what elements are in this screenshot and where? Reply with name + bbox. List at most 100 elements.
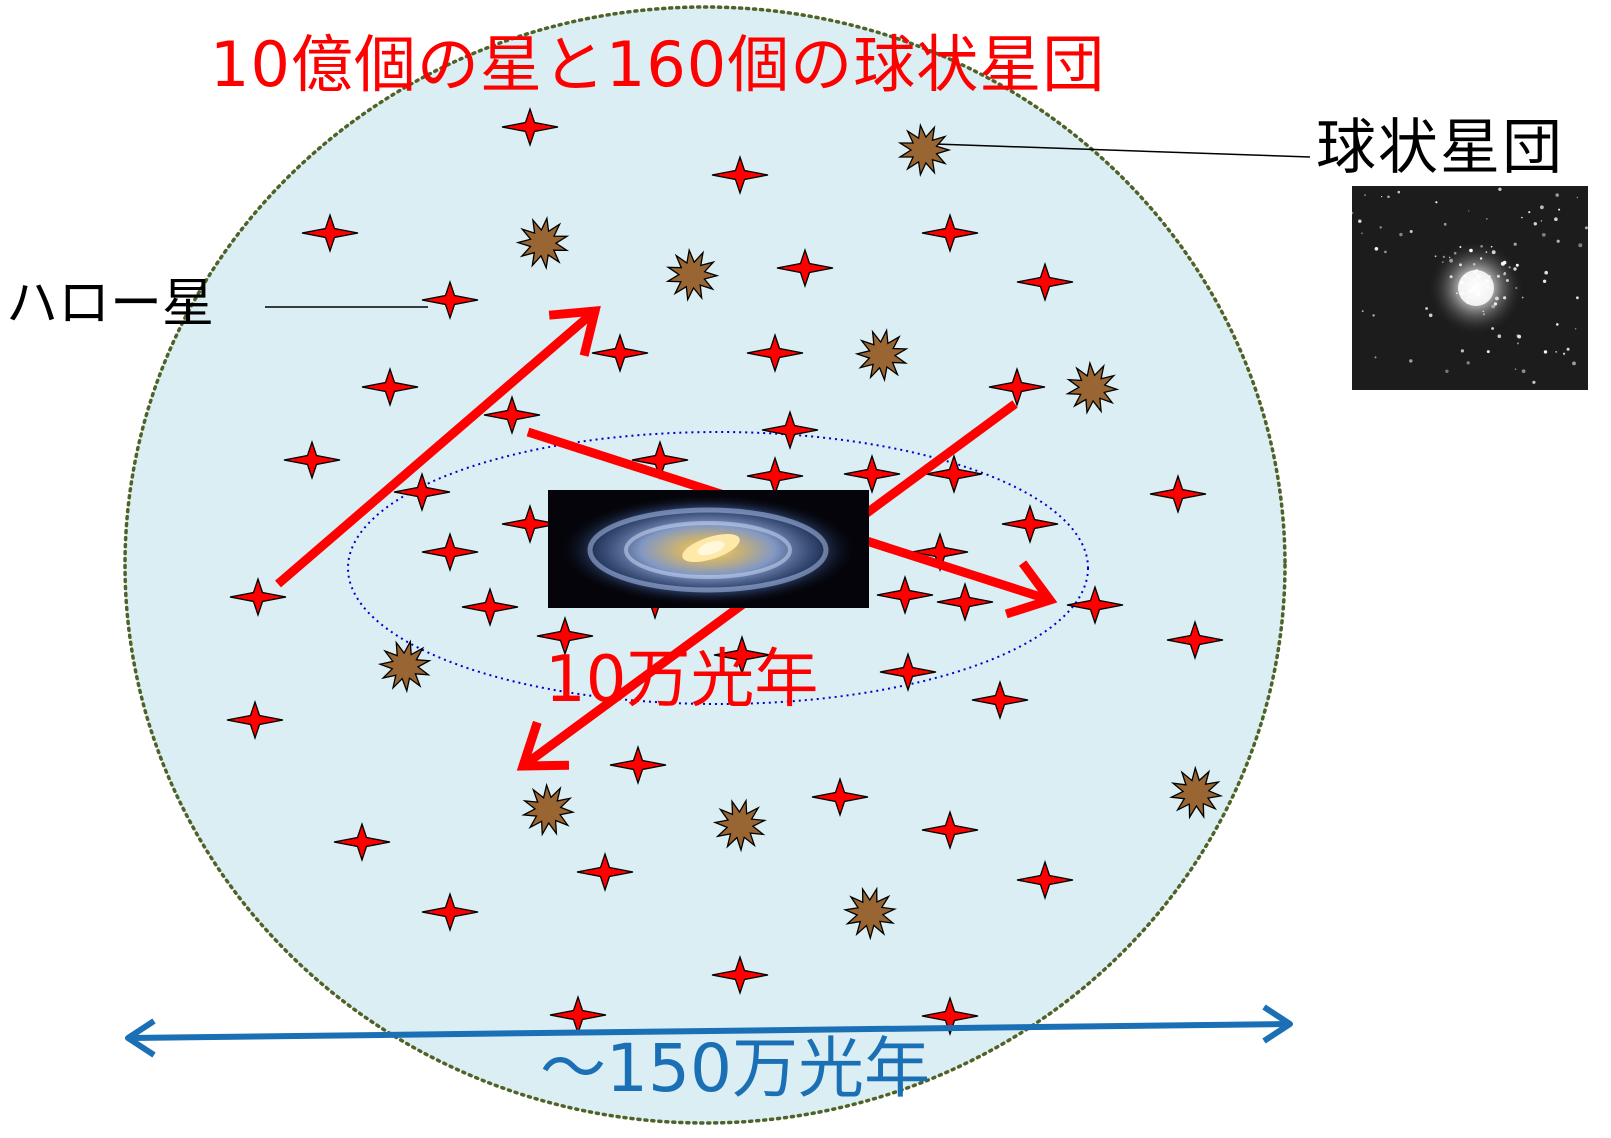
photo-star-dot xyxy=(1384,250,1387,254)
photo-star-dot xyxy=(1540,220,1543,222)
photo-star-dot xyxy=(1500,261,1505,266)
globular-cluster-icon xyxy=(842,886,897,941)
photo-star-dot xyxy=(1443,222,1447,226)
photo-star-dot xyxy=(1374,247,1379,251)
milky-way-galaxy-image xyxy=(548,490,869,608)
halo-star-icon xyxy=(921,995,979,1037)
halo-star-icon xyxy=(876,574,934,616)
photo-star-dot xyxy=(1466,361,1470,365)
photo-star-dot xyxy=(1576,196,1578,199)
halo-star-icon xyxy=(711,154,769,196)
globular-cluster-icon xyxy=(854,328,909,383)
photo-star-dot xyxy=(1466,301,1470,304)
halo-star-icon xyxy=(333,821,391,863)
globular-cluster-icon xyxy=(1169,765,1224,820)
halo-star-icon xyxy=(925,453,983,495)
photo-star-dot xyxy=(1449,258,1453,263)
photo-star-dot xyxy=(1475,269,1479,273)
photo-star-dot xyxy=(1563,352,1566,355)
photo-star-dot xyxy=(1425,307,1428,310)
halo-star-icon xyxy=(936,581,994,623)
globular-cluster-icon xyxy=(712,798,767,853)
photo-star-dot xyxy=(1533,222,1537,226)
photo-star-dot xyxy=(1459,263,1462,267)
photo-star-dot xyxy=(1486,286,1490,290)
photo-star-dot xyxy=(1488,275,1491,278)
halo-size-arrow xyxy=(125,1004,1293,1058)
photo-star-dot xyxy=(1576,296,1579,300)
photo-star-dot xyxy=(1505,279,1509,282)
photo-star-dot xyxy=(1459,246,1462,248)
photo-star-dot xyxy=(1555,193,1559,197)
photo-star-dot xyxy=(1517,342,1519,345)
globular-cluster-icon xyxy=(665,247,720,302)
halo-star-icon xyxy=(1066,584,1124,626)
halo-star-icon xyxy=(1016,261,1074,303)
globular-cluster-icon xyxy=(521,782,576,837)
photo-star-dot xyxy=(1453,251,1457,255)
photo-star-dot xyxy=(1532,380,1536,384)
halo-star-icon xyxy=(811,776,869,818)
photo-star-dot xyxy=(1459,280,1464,284)
halo-star-icon xyxy=(1016,859,1074,901)
photo-star-dot xyxy=(1456,292,1458,295)
photo-star-dot xyxy=(1496,274,1500,278)
photo-star-dot xyxy=(1482,310,1485,313)
photo-star-dot xyxy=(1574,328,1577,330)
photo-star-dot xyxy=(1476,292,1481,297)
photo-star-dot xyxy=(1449,275,1453,279)
halo-star-icon xyxy=(421,279,479,321)
photo-star-dot xyxy=(1478,286,1482,290)
photo-star-dot xyxy=(1555,351,1558,353)
photo-star-dot xyxy=(1476,274,1481,279)
halo-size-label: 〜150万光年 xyxy=(540,1030,930,1107)
photo-star-dot xyxy=(1449,256,1451,258)
halo-star-icon xyxy=(746,455,804,497)
photo-star-dot xyxy=(1434,255,1437,258)
diagram-title: 10億個の星と160個の球状星団 xyxy=(210,28,1106,101)
photo-star-dot xyxy=(1480,245,1483,248)
photo-star-dot xyxy=(1556,239,1560,243)
photo-star-dot xyxy=(1566,347,1570,351)
photo-star-dot xyxy=(1468,295,1471,299)
photo-star-dot xyxy=(1542,279,1547,283)
photo-star-dot xyxy=(1572,361,1576,366)
halo-star-label: ハロー星 xyxy=(6,274,215,334)
disk-size-label: 10万光年 xyxy=(545,643,819,717)
photo-star-dot xyxy=(1521,369,1526,373)
photo-star-dot xyxy=(1497,334,1502,338)
halo-star-icon xyxy=(711,954,769,996)
photo-star-dot xyxy=(1472,263,1476,266)
halo-star-icon xyxy=(361,366,419,408)
spiral-galaxy-image xyxy=(558,494,858,606)
photo-star-dot xyxy=(1490,245,1493,248)
halo-star-icon xyxy=(971,679,1029,721)
halo-star-icon xyxy=(229,576,287,618)
photo-star-dot xyxy=(1513,267,1517,271)
halo-star-icon xyxy=(776,247,834,289)
photo-star-dot xyxy=(1541,233,1546,237)
photo-star-dot xyxy=(1558,208,1561,211)
photo-star-dot xyxy=(1468,210,1470,212)
photo-star-dot xyxy=(1503,296,1507,300)
photo-star-dot xyxy=(1361,310,1364,312)
photo-star-dot xyxy=(1474,291,1477,293)
photo-star-dot xyxy=(1364,194,1366,196)
globular-cluster-label: 球状星団 xyxy=(1316,113,1564,183)
photo-star-dot xyxy=(1513,242,1517,246)
photo-star-dot xyxy=(1469,248,1473,253)
photo-star-dot xyxy=(1521,216,1523,219)
photo-star-dot xyxy=(1467,282,1470,285)
photo-star-dot xyxy=(1361,232,1363,235)
photo-star-dot xyxy=(1517,334,1522,339)
photo-star-dot xyxy=(1495,296,1499,301)
photo-star-dot xyxy=(1503,272,1506,276)
globular-cluster-icon xyxy=(377,639,432,694)
photo-star-dot xyxy=(1498,187,1502,191)
photo-star-dot xyxy=(1484,292,1487,294)
photo-star-dot xyxy=(1399,232,1403,237)
halo-star-icon xyxy=(921,212,979,254)
halo-star-icon xyxy=(1149,473,1207,515)
photo-star-dot xyxy=(1358,219,1362,223)
halo-star-icon xyxy=(713,634,771,676)
